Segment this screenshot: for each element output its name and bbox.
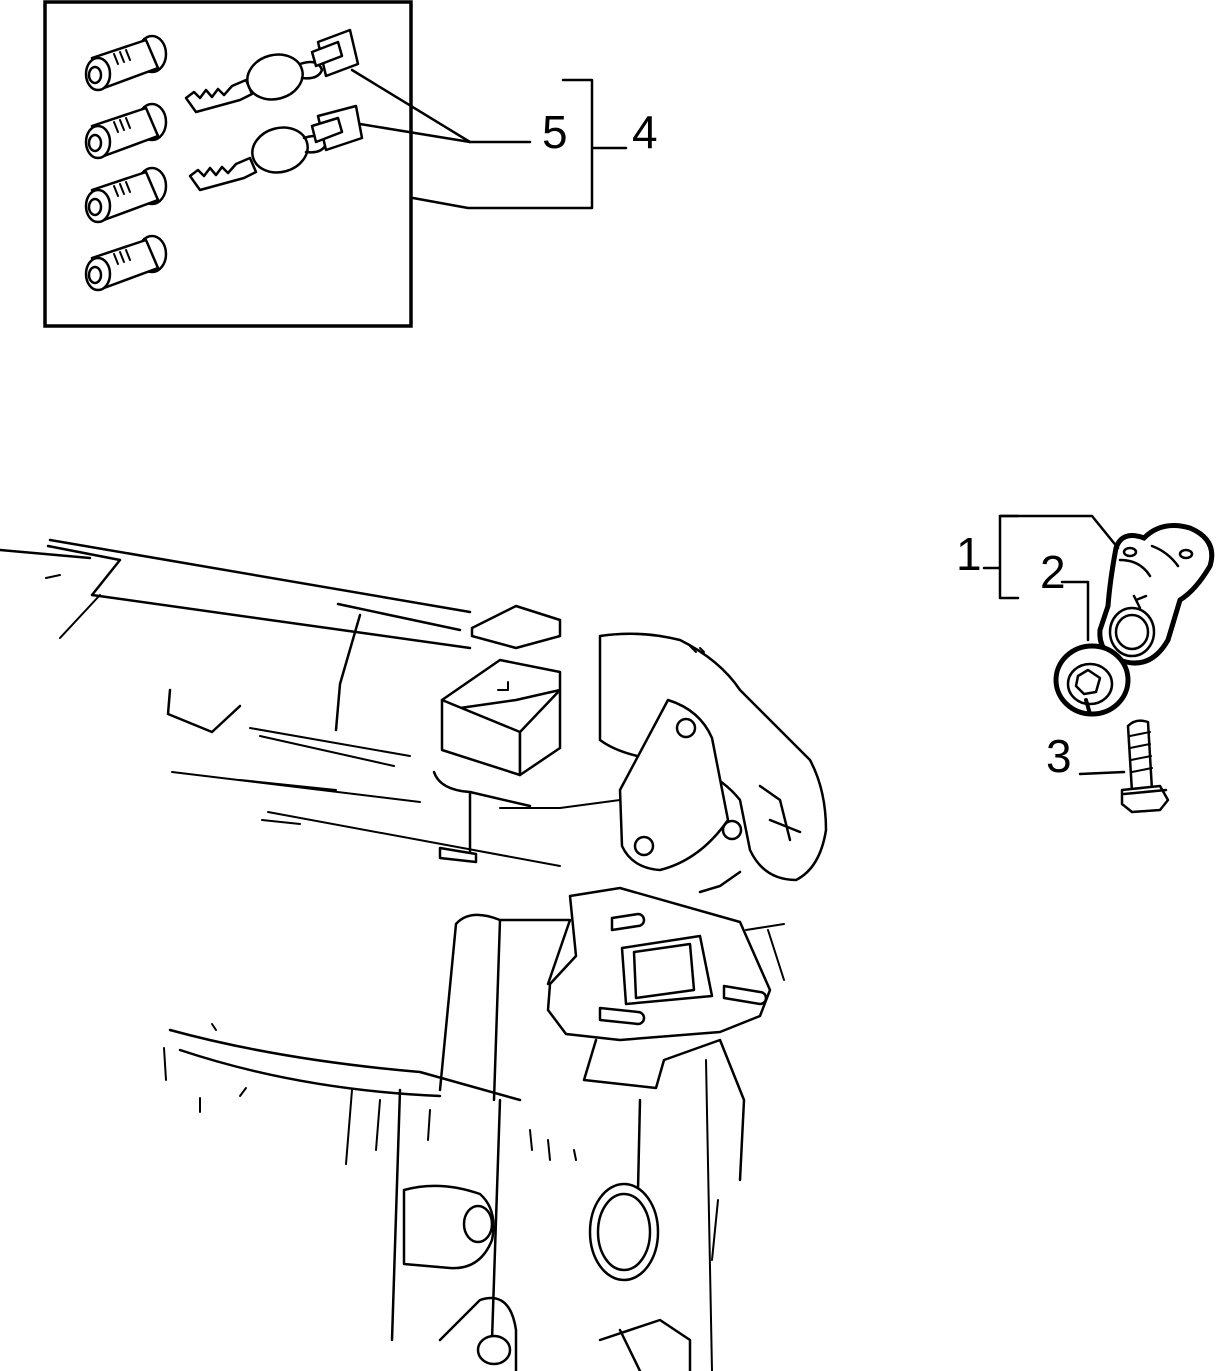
key-2 [188, 104, 364, 192]
lock-cylinder-part-2 [1053, 643, 1131, 717]
screw-part-3 [1120, 719, 1170, 814]
lock-cylinder-4 [84, 234, 168, 292]
lock-cylinder-2 [84, 102, 168, 160]
steering-column-assembly [0, 538, 828, 1371]
callout-3: 3 [1046, 730, 1072, 782]
callout-2: 2 [1040, 546, 1066, 598]
callout-5: 5 [542, 106, 568, 158]
callout-1: 1 [956, 528, 982, 580]
lock-cylinder-3 [84, 166, 168, 224]
lock-cylinder-1 [84, 34, 168, 92]
callout-leaders-4-5 [411, 78, 628, 210]
callout-4: 4 [632, 106, 658, 158]
steering-lock-housing [1097, 523, 1215, 666]
callout-leaders-1-2-3 [982, 514, 1126, 776]
lock-set-inset [43, 0, 472, 328]
key-1 [184, 28, 360, 114]
